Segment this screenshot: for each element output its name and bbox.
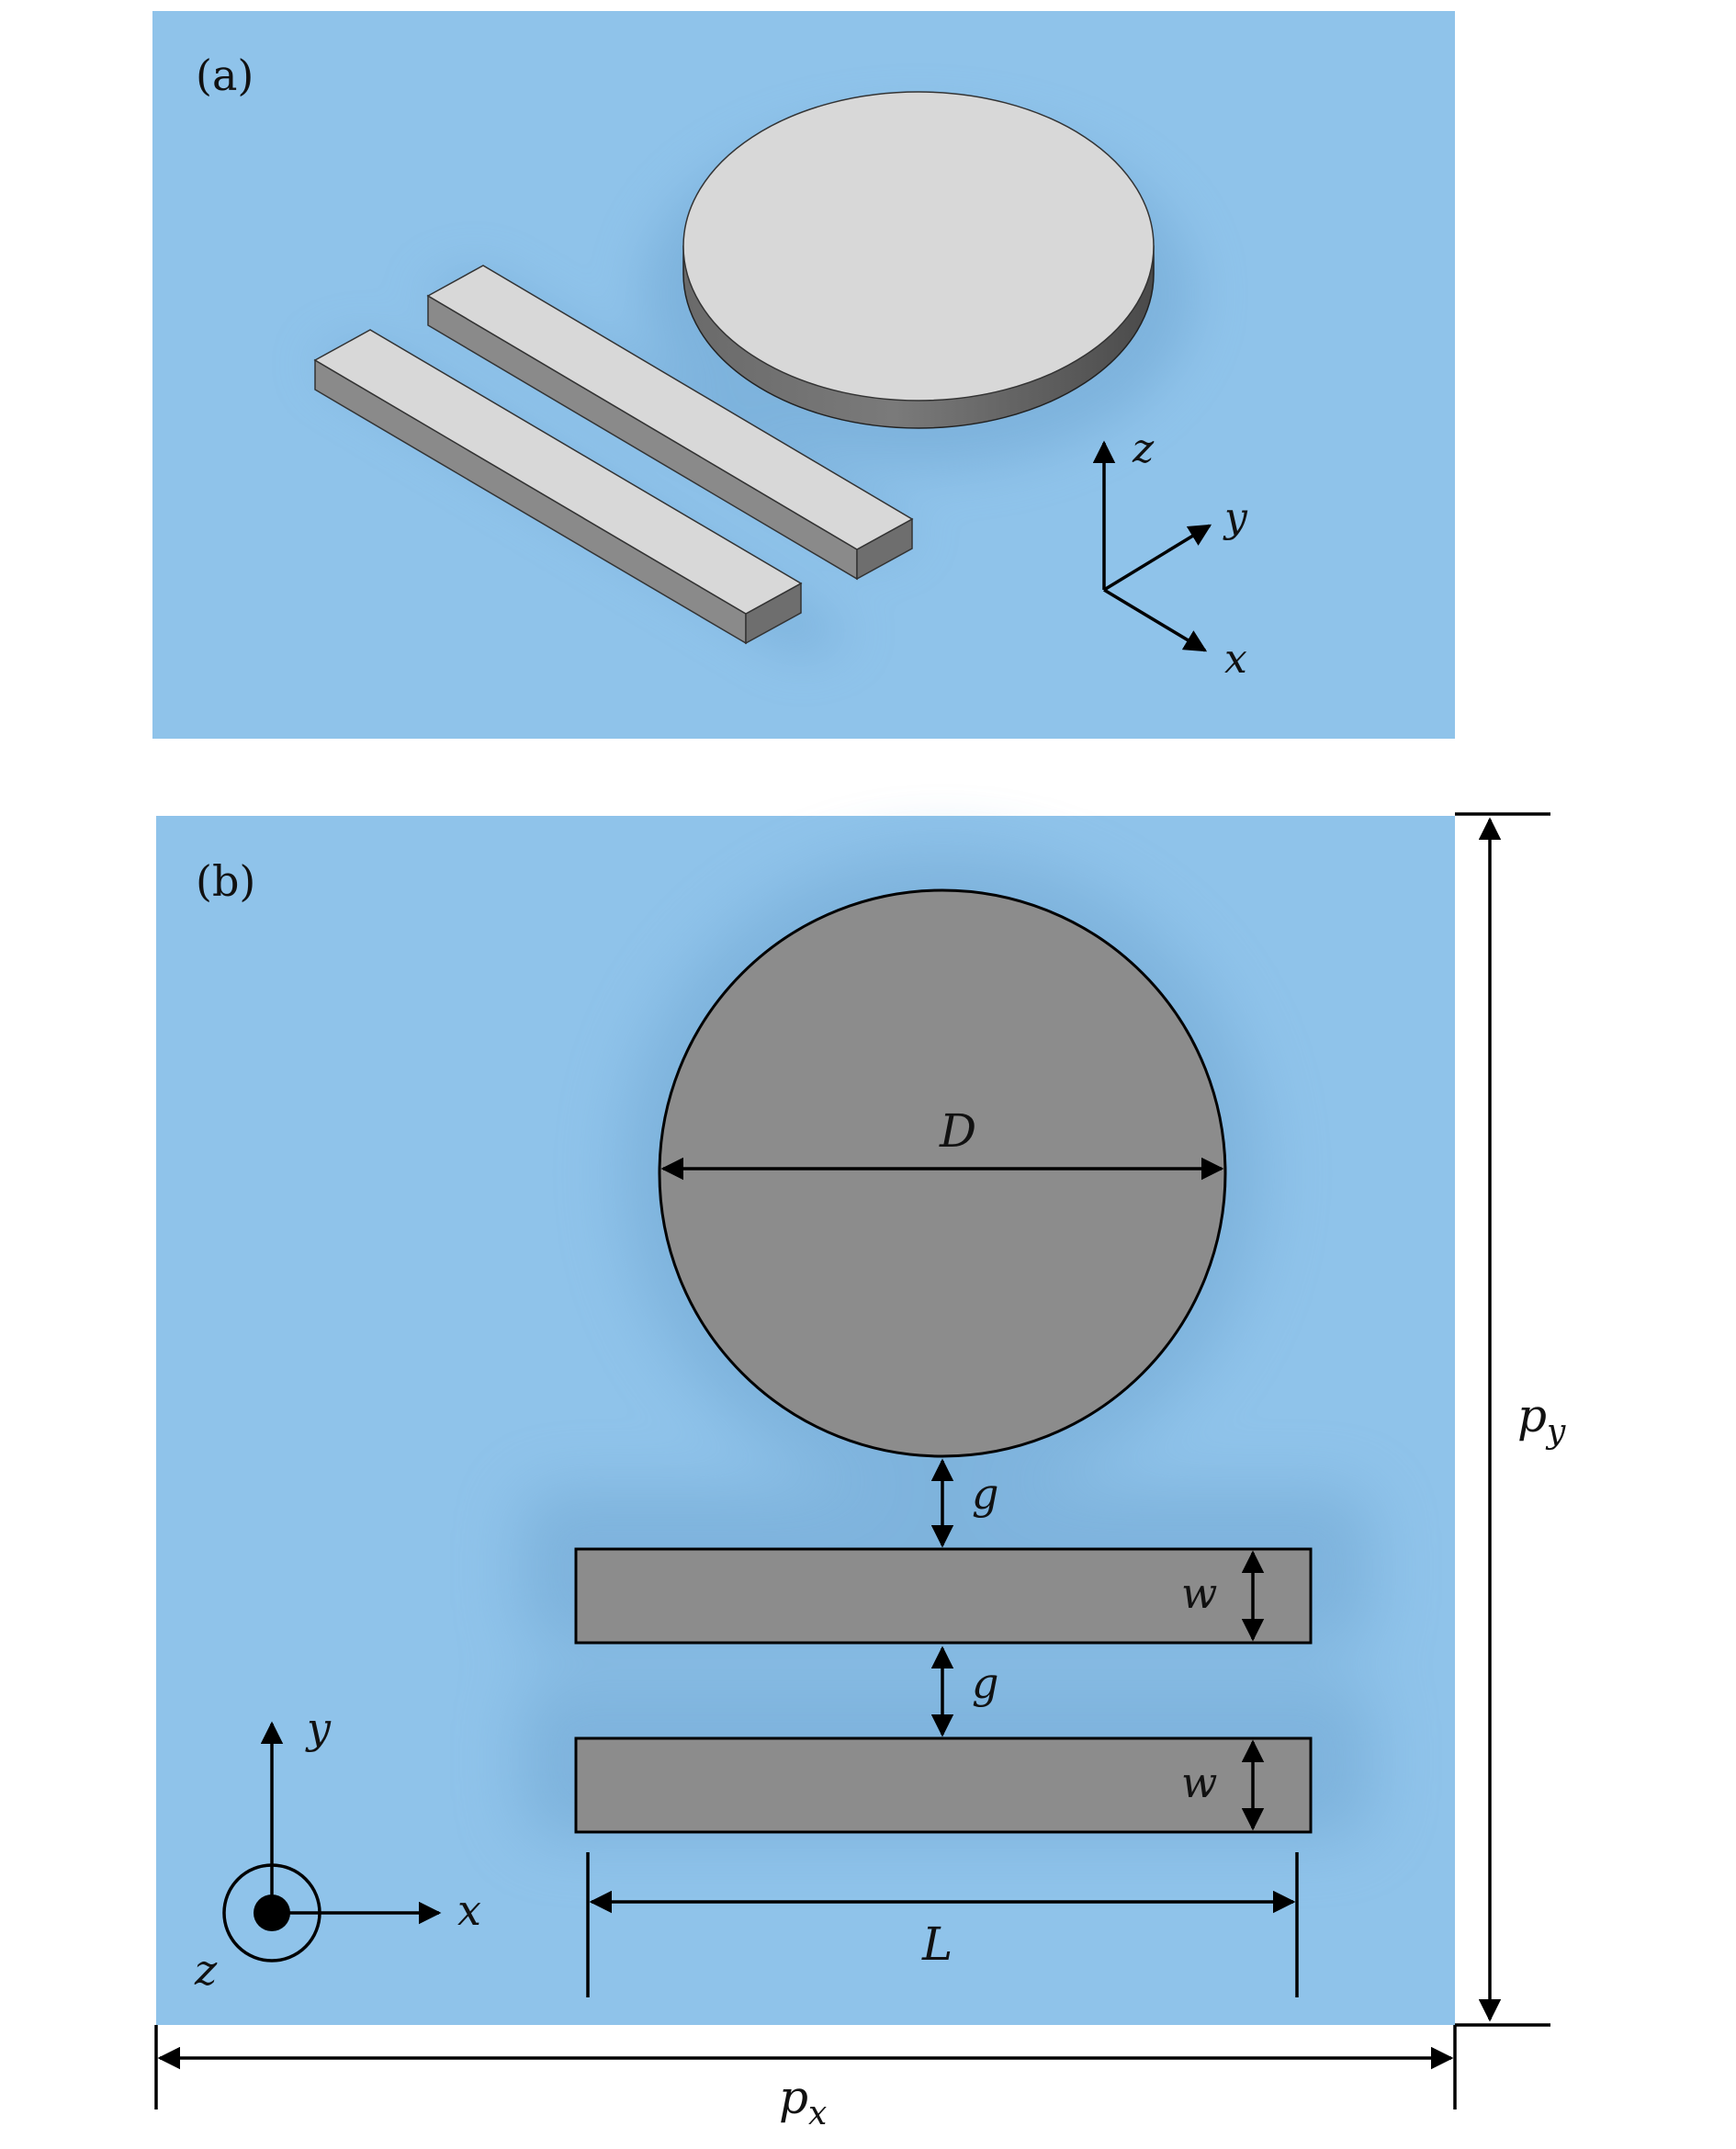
axis-a-z-label: z [1132,425,1155,472]
panel-b: (b) D g g w w L y x z [156,816,1455,2025]
lower-bar-3d [313,329,803,645]
dim-px-label: px [779,2071,827,2132]
lower-bar-topview [574,1736,1313,1834]
dim-py-main: p [1517,1389,1547,1442]
dim-w-lower-label: w [1181,1758,1217,1807]
axis-b-x-label: x [457,1885,481,1935]
axis-b-z-label: z [194,1945,218,1995]
disk-topview [658,888,1227,1458]
axis-a-x-label: x [1224,636,1247,683]
axis-a-y-label: y [1223,494,1248,541]
panel-b-label: (b) [196,856,255,906]
axis-b-y-label: y [305,1703,332,1753]
upper-bar-topview [574,1547,1313,1645]
disk-3d [682,91,1155,429]
dim-w-upper-label: w [1181,1568,1217,1618]
dim-L-label: L [921,1917,953,1971]
dim-D-label: D [939,1104,976,1158]
dim-g-upper-label: g [972,1469,998,1519]
dim-px-sub: x [808,2095,827,2132]
dim-g-lower-label: g [972,1658,998,1708]
upper-bar-3d [426,265,914,581]
dim-py-sub: y [1545,1413,1566,1451]
panel-a-label: (a) [196,51,254,100]
panel-a: (a) z y x [152,11,1455,739]
dim-px-main: p [779,2071,808,2124]
period-dimensions: py px [154,812,1566,2132]
axis-triad-b [222,1721,442,1962]
dim-py-label: py [1517,1389,1566,1451]
axis-triad-a [1092,440,1212,652]
